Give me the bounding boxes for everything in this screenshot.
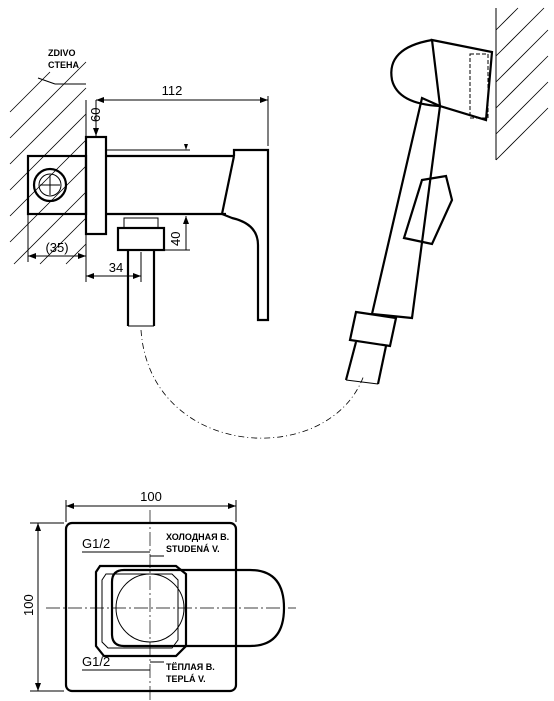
thread-bottom: G1/2 — [82, 654, 150, 671]
wall-label-line2: CTEHA — [48, 60, 79, 70]
dim-112-label: 112 — [162, 83, 183, 98]
front-view — [46, 510, 296, 700]
dim-100-width-label: 100 — [140, 489, 162, 504]
dim-35-label: (35) — [45, 240, 68, 255]
dim-100-height-label: 100 — [21, 594, 36, 616]
wall-label: ZDIVO CTEHA — [48, 48, 79, 70]
front-plate — [64, 521, 238, 693]
dim-100-width: 100 — [65, 489, 237, 522]
cover-plate — [84, 135, 108, 236]
dim-35: (35) — [27, 214, 87, 282]
warm-water-line1: ТЁПЛАЯ В. — [166, 662, 215, 672]
dim-100-height: 100 — [21, 522, 64, 692]
dim-112: 112 — [95, 83, 269, 146]
dim-40: 40 — [164, 216, 190, 251]
dim-34: 34 — [86, 252, 142, 282]
hand-shower — [344, 38, 494, 385]
warm-water-line2: TEPLÁ V. — [166, 674, 206, 684]
cold-water-line1: ХОЛОДНАЯ В. — [166, 532, 229, 542]
lever — [110, 568, 286, 648]
dim-40-label: 40 — [168, 232, 183, 246]
dim-60-label: 60 — [88, 108, 103, 122]
dim-60: 60 — [88, 100, 190, 151]
hose-connector — [116, 217, 166, 327]
wall-label-line1: ZDIVO — [48, 48, 76, 58]
wall-right — [495, 7, 549, 161]
warm-water-label: ТЁПЛАЯ В. TEPLÁ V. — [150, 661, 215, 684]
in-wall-box — [26, 154, 88, 216]
thread-bottom-label: G1/2 — [82, 654, 110, 669]
hose-path — [140, 329, 365, 439]
thread-top-label: G1/2 — [82, 536, 110, 551]
cold-water-label: ХОЛОДНАЯ В. STUDENÁ V. — [150, 532, 229, 557]
cold-water-line2: STUDENÁ V. — [166, 544, 220, 554]
thread-top: G1/2 — [82, 536, 150, 553]
faucet-body — [106, 148, 270, 322]
dim-34-label: 34 — [109, 260, 123, 275]
